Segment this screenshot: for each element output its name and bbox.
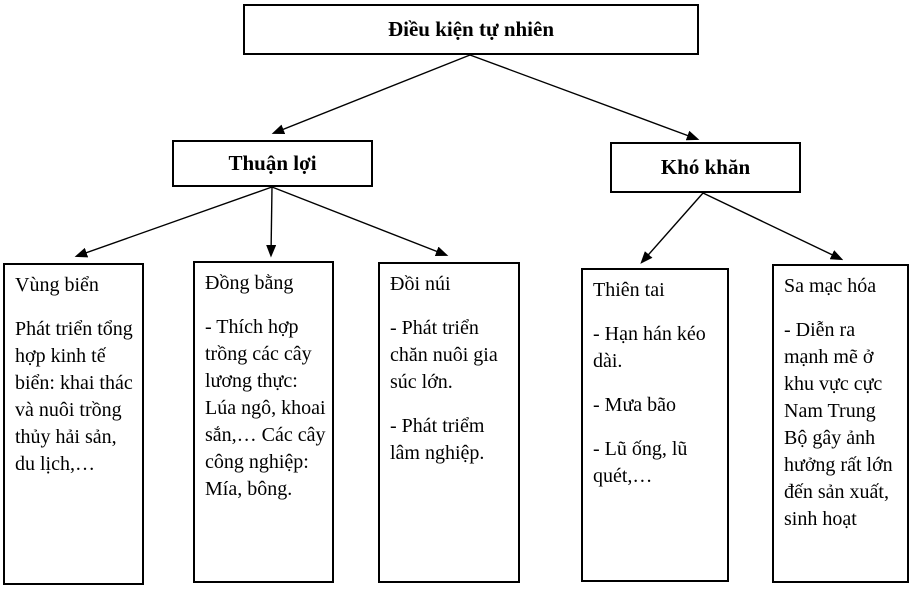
node-kho-khan: Khó khăn	[610, 142, 801, 193]
node-dong-bang: Đồng bằng - Thích hợp trồng các cây lươn…	[193, 261, 334, 583]
node-thuan-loi: Thuận lợi	[172, 140, 373, 187]
node-thien-tai-title: Thiên tai	[593, 279, 665, 301]
node-dong-bang-title: Đồng bằng	[205, 272, 294, 294]
node-doi-nui: Đồi núi - Phát triển chăn nuôi gia súc l…	[378, 262, 520, 583]
node-vung-bien-title: Vùng biển	[15, 274, 99, 296]
node-sa-mac-hoa-text: - Diễn ra mạnh mẽ ở khu vực cực Nam Trun…	[784, 319, 893, 530]
node-thien-tai-text-3: - Lũ ống, lũ quét,…	[593, 438, 688, 487]
arrow-thuan-loi-to-dong-bang	[266, 186, 277, 258]
node-thien-tai: Thiên tai - Hạn hán kéo dài. - Mưa bão -…	[581, 268, 729, 582]
node-thien-tai-text-2: - Mưa bão	[593, 394, 677, 416]
node-doi-nui-text-2: - Phát triểm lâm nghiệp.	[390, 415, 485, 464]
arrow-kho-khan-to-sa-mac-hoa	[702, 192, 844, 261]
node-thien-tai-text-1: - Hạn hán kéo dài.	[593, 323, 706, 372]
node-doi-nui-title: Đồi núi	[390, 273, 451, 295]
node-dong-bang-text: - Thích hợp trồng các cây lương thực: Lú…	[205, 316, 326, 500]
arrow-thuan-loi-to-doi-nui	[271, 186, 449, 257]
arrow-thuan-loi-to-vung-bien	[74, 186, 273, 258]
node-vung-bien: Vùng biển Phát triển tổng hợp kinh tế bi…	[3, 263, 144, 585]
node-dieu-kien-tu-nhien: Điều kiện tự nhiên	[243, 4, 699, 55]
node-dieu-kien-tu-nhien-label: Điều kiện tự nhiên	[387, 17, 555, 41]
node-sa-mac-hoa: Sa mạc hóa - Diễn ra mạnh mẽ ở khu vực c…	[772, 264, 909, 583]
node-kho-khan-label: Khó khăn	[660, 155, 751, 179]
node-thuan-loi-label: Thuận lợi	[228, 151, 317, 175]
node-doi-nui-text-1: - Phát triển chăn nuôi gia súc lớn.	[390, 317, 498, 393]
arrow-root-to-kho-khan	[469, 54, 700, 141]
node-sa-mac-hoa-title: Sa mạc hóa	[784, 275, 877, 297]
node-vung-bien-text: Phát triển tổng hợp kinh tế biển: khai t…	[15, 318, 133, 475]
arrow-root-to-thuan-loi	[271, 54, 471, 134]
arrow-kho-khan-to-thien-tai	[640, 192, 704, 264]
